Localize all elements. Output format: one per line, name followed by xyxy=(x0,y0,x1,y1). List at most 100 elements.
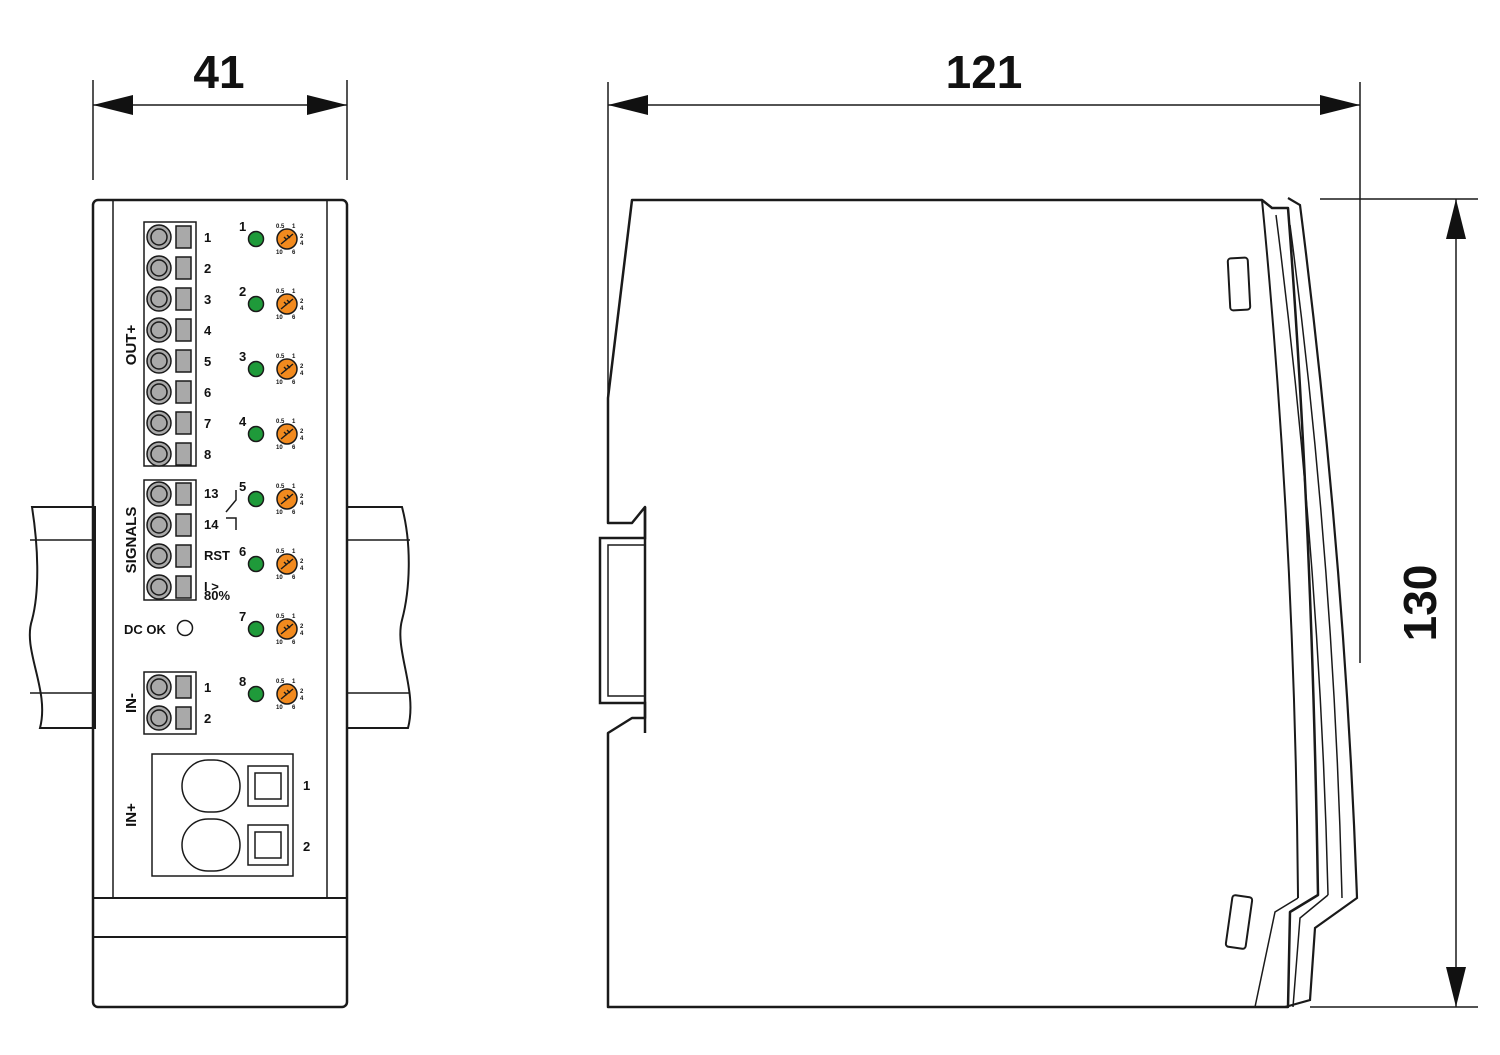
channel-led xyxy=(247,490,265,508)
front-housing xyxy=(91,198,349,1009)
signal-terminal-label: RST xyxy=(204,548,230,563)
dial-scale-mark: 10 xyxy=(276,510,283,516)
out-terminal-label: 1 xyxy=(204,230,211,245)
dial-scale-mark: 4 xyxy=(300,436,304,442)
out-terminal xyxy=(146,410,192,436)
out-terminal-label: 6 xyxy=(204,385,211,400)
dial-scale-mark: 4 xyxy=(300,306,304,312)
side-housing xyxy=(606,197,1359,1009)
in-minus-terminal-labels: 12 xyxy=(204,680,211,726)
channel-led xyxy=(247,555,265,573)
dial-scale-mark: 10 xyxy=(276,575,283,581)
out-terminal-label: 2 xyxy=(204,261,211,276)
dial-scale-mark: 2 xyxy=(300,429,304,435)
channel-led xyxy=(247,295,265,313)
dial-scale-mark: 0.5 xyxy=(276,354,285,360)
dial-scale-mark: 4 xyxy=(300,631,304,637)
channel-number: 7 xyxy=(239,609,246,624)
dial-scale-mark: 10 xyxy=(276,705,283,711)
dial-scale-mark: 1 xyxy=(292,679,296,685)
channel-number: 6 xyxy=(239,544,246,559)
out-terminal xyxy=(146,348,192,374)
dial-scale-mark: 2 xyxy=(300,299,304,305)
signal-terminal xyxy=(146,512,192,538)
width-dimension-label: 41 xyxy=(193,46,244,98)
dial-scale-mark: 4 xyxy=(300,566,304,572)
din-rail-right xyxy=(346,506,412,729)
dial-scale-mark: 6 xyxy=(292,510,296,516)
height-dimension-label: 130 xyxy=(1394,565,1446,642)
dial-scale-mark: 2 xyxy=(300,494,304,500)
in-minus-terminal-label: 2 xyxy=(204,711,211,726)
dial-scale-mark: 4 xyxy=(300,501,304,507)
dial-scale-mark: 2 xyxy=(300,559,304,565)
channel-number: 4 xyxy=(239,414,247,429)
dial-scale-mark: 2 xyxy=(300,689,304,695)
dial-scale-mark: 0.5 xyxy=(276,289,285,295)
dial-scale-mark: 10 xyxy=(276,315,283,321)
signal-terminal xyxy=(146,543,192,569)
dial-scale-mark: 0.5 xyxy=(276,614,285,620)
dial-scale-mark: 1 xyxy=(292,419,296,425)
in-minus-terminal xyxy=(146,674,192,700)
channel-number: 8 xyxy=(239,674,246,689)
dial-scale-mark: 1 xyxy=(292,614,296,620)
dial-scale-mark: 1 xyxy=(292,549,296,555)
out-terminal xyxy=(146,255,192,281)
signal-terminal xyxy=(146,574,192,600)
dial-scale-mark: 0.5 xyxy=(276,224,285,230)
depth-dimension-label: 121 xyxy=(946,46,1023,98)
in-plus-group-label: IN+ xyxy=(123,803,140,827)
dial-scale-mark: 6 xyxy=(292,380,296,386)
dial-scale-mark: 10 xyxy=(276,250,283,256)
dial-scale-mark: 2 xyxy=(300,364,304,370)
dial-scale-mark: 10 xyxy=(276,445,283,451)
signal-80-percent-label: 80% xyxy=(204,588,230,603)
relay-contact-symbol xyxy=(225,490,237,530)
out-terminal-label: 4 xyxy=(204,323,212,338)
dial-scale-mark: 6 xyxy=(292,640,296,646)
dial-scale-mark: 6 xyxy=(292,315,296,321)
dial-scale-mark: 0.5 xyxy=(276,679,285,685)
dial-scale-mark: 10 xyxy=(276,640,283,646)
dial-scale-mark: 10 xyxy=(276,380,283,386)
out-terminal xyxy=(146,317,192,343)
dial-scale-mark: 6 xyxy=(292,445,296,451)
dial-scale-mark: 2 xyxy=(300,624,304,630)
channel-led xyxy=(247,685,265,703)
dial-scale-mark: 0.5 xyxy=(276,419,285,425)
out-terminal-label: 3 xyxy=(204,292,211,307)
signals-terminal-block xyxy=(143,479,197,601)
channel-led xyxy=(247,425,265,443)
dial-scale-mark: 4 xyxy=(300,371,304,377)
dc-ok-led xyxy=(176,619,194,637)
out-terminal-label: 7 xyxy=(204,416,211,431)
channel-number: 3 xyxy=(239,349,246,364)
signal-terminal-label: 13 xyxy=(204,486,218,501)
in-minus-terminal-label: 1 xyxy=(204,680,211,695)
out-terminal-labels: 1 2 3 4 5 6 7 8 xyxy=(204,230,212,462)
in-minus-terminal xyxy=(146,705,192,731)
signal-terminal xyxy=(146,481,192,507)
out-terminal xyxy=(146,379,192,405)
dial-scale-mark: 1 xyxy=(292,224,296,230)
out-terminal-label: 5 xyxy=(204,354,211,369)
channel-led xyxy=(247,620,265,638)
signal-terminal-label: 14 xyxy=(204,517,219,532)
channel-number: 1 xyxy=(239,219,246,234)
din-rail-profile xyxy=(598,507,647,733)
width-dimension xyxy=(92,80,348,180)
dial-scale-mark: 2 xyxy=(300,234,304,240)
out-terminal-label: 8 xyxy=(204,447,211,462)
